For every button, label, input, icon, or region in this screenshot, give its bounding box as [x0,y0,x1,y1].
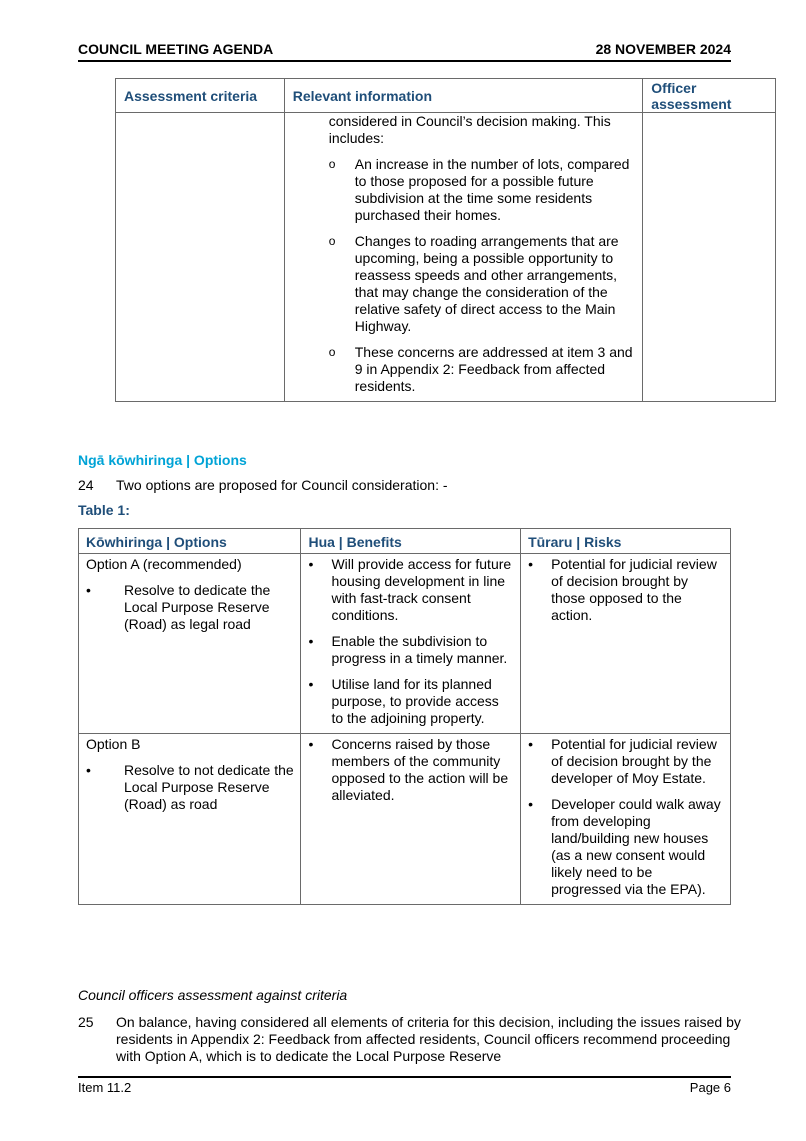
risk-item: •Potential for judicial review of decisi… [528,736,717,786]
options-heading: Ngā kōwhiringa | Options [78,452,247,468]
options-header-row: Kōwhiringa | Options Hua | Benefits Tūra… [77,528,731,554]
circle-bullet-icon: o [328,157,336,171]
table-caption: Table 1: [78,502,130,518]
paragraph-text: On balance, having considered all elemen… [116,1014,741,1064]
benefit-item: •Enable the subdivision to progress in a… [308,633,508,666]
bullet-icon: • [86,582,91,598]
item-reference: Item 11.2 [78,1080,132,1095]
circle-bullet-icon: o [328,234,336,248]
officer-assessment-cell [642,112,776,402]
agenda-title: COUNCIL MEETING AGENDA [78,41,274,57]
bullet-icon: • [308,736,314,752]
col-header-risks: Tūraru | Risks [520,528,731,554]
col-header-assessment-criteria: Assessment criteria [115,78,285,113]
relevant-info-intro: considered in Council’s decision making.… [328,113,611,146]
paragraph-number: 25 [78,1014,94,1030]
option-name: Option B [86,736,141,752]
options-table: Kōwhiringa | Options Hua | Benefits Tūra… [77,528,731,905]
option-item: •Resolve to not dedicate the Local Purpo… [86,762,294,812]
bullet-icon: • [528,796,533,812]
footer-divider [78,1076,731,1078]
page-header: COUNCIL MEETING AGENDA 28 NOVEMBER 2024 [78,41,731,59]
header-divider [78,60,731,62]
risks-cell: •Potential for judicial review of decisi… [520,553,731,734]
criteria-header-row: Assessment criteria Relevant information… [115,78,776,113]
bullet-icon: • [86,762,91,778]
benefit-item: •Utilise land for its planned purpose, t… [308,676,499,726]
benefits-cell: •Concerns raised by those members of the… [300,733,522,905]
option-row-b: Option B •Resolve to not dedicate the Lo… [77,733,731,905]
circle-bullet-icon: o [328,345,336,359]
col-header-benefits: Hua | Benefits [300,528,522,554]
bullet-icon: • [308,556,314,572]
option-row-a: Option A (recommended) •Resolve to dedic… [77,553,731,734]
col-header-relevant-information: Relevant information [283,78,644,113]
page-number: Page 6 [689,1080,731,1095]
col-header-options: Kōwhiringa | Options [77,528,302,554]
option-item: •Resolve to dedicate the Local Purpose R… [86,582,271,632]
bullet-icon: • [308,633,314,649]
meeting-date: 28 NOVEMBER 2024 [595,41,731,57]
bullet-icon: • [528,736,533,752]
relevant-info-cell: considered in Council’s decision making.… [283,112,644,402]
risks-cell: •Potential for judicial review of decisi… [520,733,731,905]
paragraph-text: Two options are proposed for Council con… [116,477,448,493]
assessment-subheading: Council officers assessment against crit… [78,987,348,1003]
criteria-row: considered in Council’s decision making.… [115,112,776,402]
option-cell: Option B •Resolve to not dedicate the Lo… [77,733,302,905]
benefit-item: •Will provide access for future housing … [308,556,512,623]
benefits-cell: •Will provide access for future housing … [300,553,522,734]
option-name: Option A (recommended) [86,556,242,572]
bullet-icon: • [528,556,533,572]
option-cell: Option A (recommended) •Resolve to dedic… [77,553,302,734]
paragraph-number: 24 [78,477,94,493]
criteria-cell [115,112,285,402]
bullet-icon: • [308,676,314,692]
risk-item: •Developer could walk away from developi… [528,796,721,897]
benefit-item: •Concerns raised by those members of the… [308,736,509,803]
risk-item: •Potential for judicial review of decisi… [528,556,717,623]
col-header-officer-assessment: Officer assessment [642,78,776,113]
criteria-table: Assessment criteria Relevant information… [115,78,776,402]
